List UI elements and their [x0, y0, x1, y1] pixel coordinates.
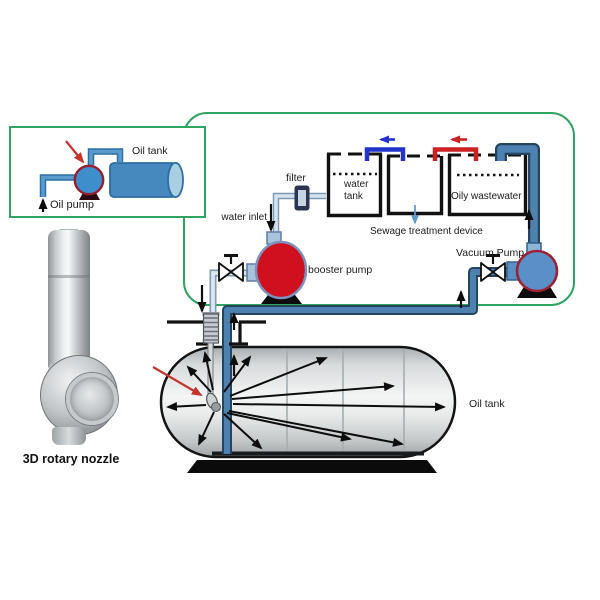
- nozzle-photo-shaft: [48, 230, 90, 370]
- oily-wastewater-tank-box: [447, 153, 528, 217]
- filter-label: filter: [286, 172, 306, 184]
- booster-pump-label: booster pump: [308, 264, 373, 276]
- inset-oil-pump-label: Oil pump: [50, 199, 95, 211]
- inset-oil-pump: [73, 164, 105, 200]
- rotary-nozzle-photo: [26, 227, 126, 452]
- inset-pipes: [39, 148, 124, 197]
- water-tank-label: water tank: [344, 179, 369, 202]
- blue-transfer-pipe: [364, 147, 406, 161]
- water-tank-box: [326, 152, 383, 218]
- vacuum-pump-label: Vacuum Pump: [456, 247, 525, 259]
- tank-bottom-rail: [212, 451, 424, 456]
- pointer-arrows: [65, 140, 203, 397]
- sewage-device-label: Sewage treatment device: [370, 226, 483, 237]
- booster-inlet-valve: [218, 254, 244, 282]
- nozzle-pointer-arrow: [152, 366, 203, 397]
- spray-arrows: [166, 351, 446, 450]
- middle-tank-box: [386, 154, 444, 216]
- tank-base: [187, 460, 437, 473]
- inset-pump-pointer-arrow: [65, 140, 85, 164]
- vacuum-pump: [506, 242, 559, 298]
- rotary-nozzle-head: [205, 392, 221, 412]
- filter-device: [294, 185, 310, 211]
- flow-arrows: [38, 198, 534, 376]
- nozzle-photo-band: [48, 275, 90, 278]
- nozzle-photo-foot: [52, 427, 86, 445]
- booster-pump: [246, 231, 308, 304]
- photo-caption: 3D rotary nozzle: [22, 452, 120, 466]
- vacuum-inlet-valve: [480, 254, 506, 282]
- water-inlet-label: water inlet: [221, 212, 267, 223]
- nozzle-photo-lens: [66, 373, 118, 425]
- inset-oil-tank: [109, 161, 184, 199]
- inset-oil-tank-label: Oil tank: [132, 145, 168, 157]
- main-oil-tank-label: Oil tank: [469, 398, 505, 410]
- vacuum-to-wastewater-pipe: [495, 143, 540, 246]
- oily-wastewater-label: Oily wastewater: [451, 191, 522, 202]
- red-transfer-pipe: [432, 147, 479, 161]
- nozzle-coupling: [202, 312, 220, 344]
